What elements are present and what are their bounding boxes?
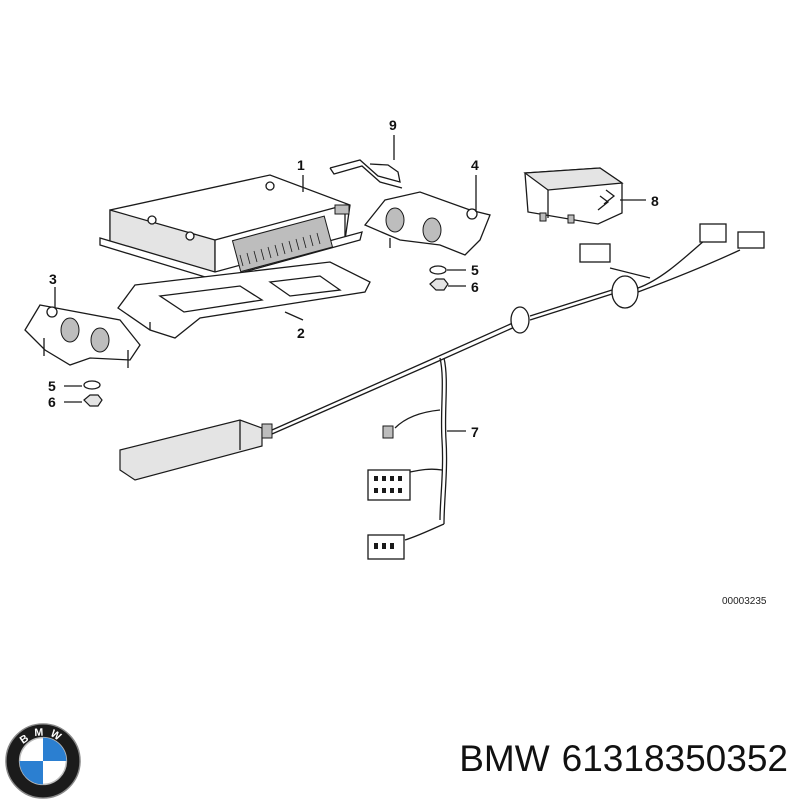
control-unit-part-1 [99,174,363,281]
bmw-logo-icon: BMW [5,723,81,799]
mounting-plate-part-2 [117,261,371,339]
callout-5-right: 5 [471,262,479,278]
callout-7: 7 [471,424,479,440]
callout-6-left: 6 [48,394,56,410]
callout-4: 4 [471,157,479,173]
nut-part-6-left [83,394,103,407]
clip-part-9 [329,159,403,189]
part-number: 61318350352 [561,738,788,779]
bracket-part-4 [363,191,491,256]
callout-2: 2 [297,325,305,341]
callout-9: 9 [389,117,397,133]
brand-name: BMW [459,738,550,779]
callout-6-right: 6 [471,279,479,295]
bracket-part-3 [24,304,141,368]
figure-number: 00003235 [722,596,767,607]
switch-part-8 [523,167,624,225]
washer-part-5-right [429,265,447,275]
nut-part-6-right [429,278,449,291]
washer-part-5-left [83,380,101,390]
callout-3: 3 [49,271,57,287]
leader-lines [54,135,646,432]
callout-1: 1 [297,157,305,173]
callout-8: 8 [651,193,659,209]
brand-part-number-line: BMW 61318350352 [459,738,788,780]
footer: BMW BMW 61318350352 [0,700,800,800]
wiring-harness-part-7 [119,223,765,560]
parts-diagram: 1 2 3 4 5 6 7 8 9 5 6 00003235 [24,117,767,607]
callout-5-left: 5 [48,378,56,394]
